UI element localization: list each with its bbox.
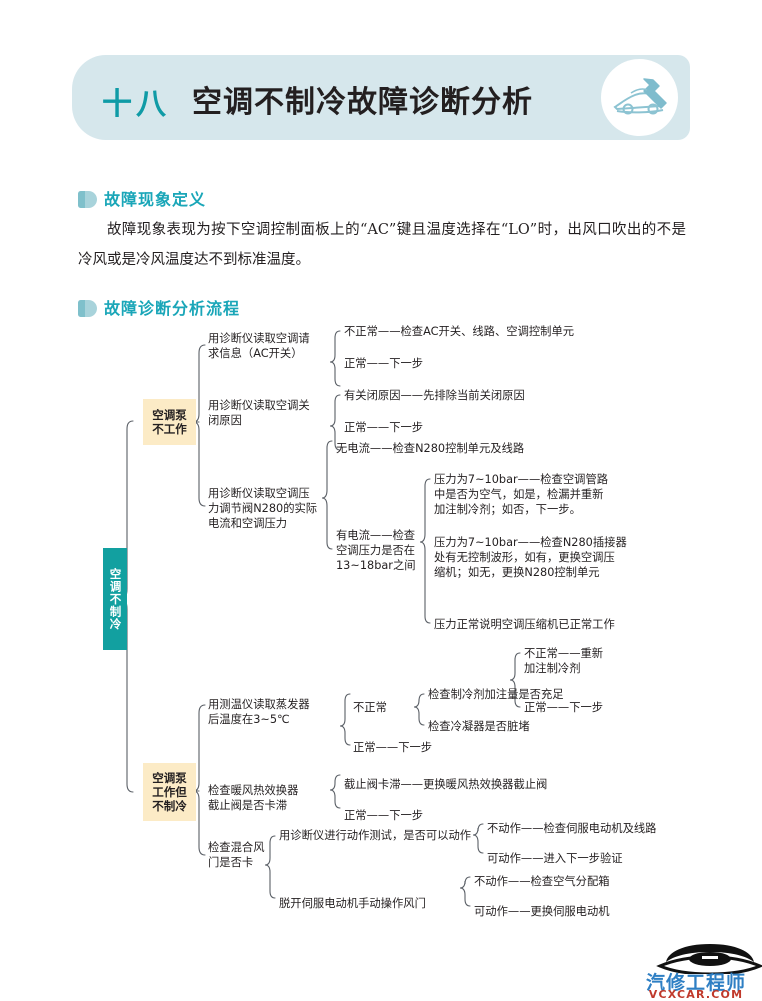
bookmark-flag-icon bbox=[78, 300, 97, 317]
step-label: 用诊断仪读取空调关 闭原因 bbox=[208, 399, 310, 427]
section-label: 故障诊断分析流程 bbox=[104, 299, 241, 318]
outcome-label: 不正常——检查AC开关、线路、空调控制单元 bbox=[344, 325, 575, 338]
sub-sub-outcome-label: 正常——下一步 bbox=[524, 701, 604, 714]
chapter-title: 空调不制冷故障诊断分析 bbox=[192, 85, 533, 120]
outcome-label: 正常——下一步 bbox=[344, 421, 424, 434]
outcome-label: 有电流——检查 空调压力是否在 13~18bar之间 bbox=[336, 529, 416, 572]
chapter-banner: 十八 空调不制冷故障诊断分析 bbox=[72, 55, 690, 140]
sub-outcome-label: 不动作——检查伺服电动机及线路 bbox=[487, 822, 657, 835]
outcome-label: 脱开伺服电动机手动操作风门 bbox=[279, 897, 426, 910]
step-label: 用诊断仪读取空调压 力调节阀N280的实际 电流和空调压力 bbox=[208, 487, 318, 530]
sub-sub-outcome-label: 不正常——重新 加注制冷剂 bbox=[524, 647, 604, 675]
definition-paragraph: 故障现象表现为按下空调控制面板上的“AC”键且温度选择在“LO”时，出风口吹出的… bbox=[78, 222, 686, 268]
sub-outcome-label: 检查制冷剂加注量是否充足 bbox=[428, 688, 564, 701]
sub-outcome-label: 可动作——进入下一步验证 bbox=[487, 852, 623, 865]
branch-node-pump-on: 空调泵 工作但 不制冷 bbox=[143, 763, 196, 821]
outcome-label: 截止阀卡滞——更换暖风热效换器截止阀 bbox=[344, 778, 548, 791]
sub-outcome-label: 压力为7~10bar——检查空调管路 中是否为空气，如是，检漏并重新 加注制冷剂… bbox=[434, 473, 609, 516]
sub-outcome-label: 不动作——检查空气分配箱 bbox=[474, 875, 610, 888]
footer-logo: 汽修工程师 VCXCAR.COM bbox=[640, 940, 762, 1001]
sub-outcome-label: 压力正常说明空调压缩机已正常工作 bbox=[434, 618, 615, 631]
outcome-label: 正常——下一步 bbox=[353, 741, 433, 754]
section-label: 故障现象定义 bbox=[104, 190, 207, 209]
car-logo-icon bbox=[656, 944, 762, 974]
step-label: 用测温仪读取蒸发器 后温度在3~5℃ bbox=[208, 698, 310, 726]
brand-name: 汽修工程师 bbox=[645, 972, 746, 994]
outcome-label: 正常——下一步 bbox=[344, 357, 424, 370]
root-node: 空调不制冷 bbox=[103, 548, 127, 650]
outcome-label: 正常——下一步 bbox=[344, 809, 424, 822]
step-label: 用诊断仪读取空调请 求信息（AC开关） bbox=[208, 332, 310, 360]
bookmark-flag-icon bbox=[78, 191, 97, 208]
outcome-label: 有关闭原因——先排除当前关闭原因 bbox=[344, 389, 525, 402]
sub-outcome-label: 检查冷凝器是否脏堵 bbox=[428, 720, 530, 733]
car-wrench-icon bbox=[601, 59, 678, 136]
outcome-label: 无电流——检查N280控制单元及线路 bbox=[336, 442, 525, 455]
outcome-label: 不正常 bbox=[353, 701, 387, 714]
chapter-number: 十八 bbox=[102, 87, 170, 122]
brand-url: VCXCAR.COM bbox=[648, 988, 744, 1001]
sub-outcome-label: 可动作——更换伺服电动机 bbox=[474, 905, 610, 918]
step-label: 检查混合风 门是否卡 bbox=[208, 841, 265, 869]
outcome-label: 用诊断仪进行动作测试，是否可以动作 bbox=[279, 829, 472, 842]
sub-outcome-label: 压力为7~10bar——检查N280插接器 处有无控制波形，如有，更换空调压 缩… bbox=[434, 536, 627, 579]
step-label: 检查暖风热效换器 截止阀是否卡滞 bbox=[208, 784, 299, 812]
branch-node-pump-off: 空调泵 不工作 bbox=[143, 399, 196, 445]
